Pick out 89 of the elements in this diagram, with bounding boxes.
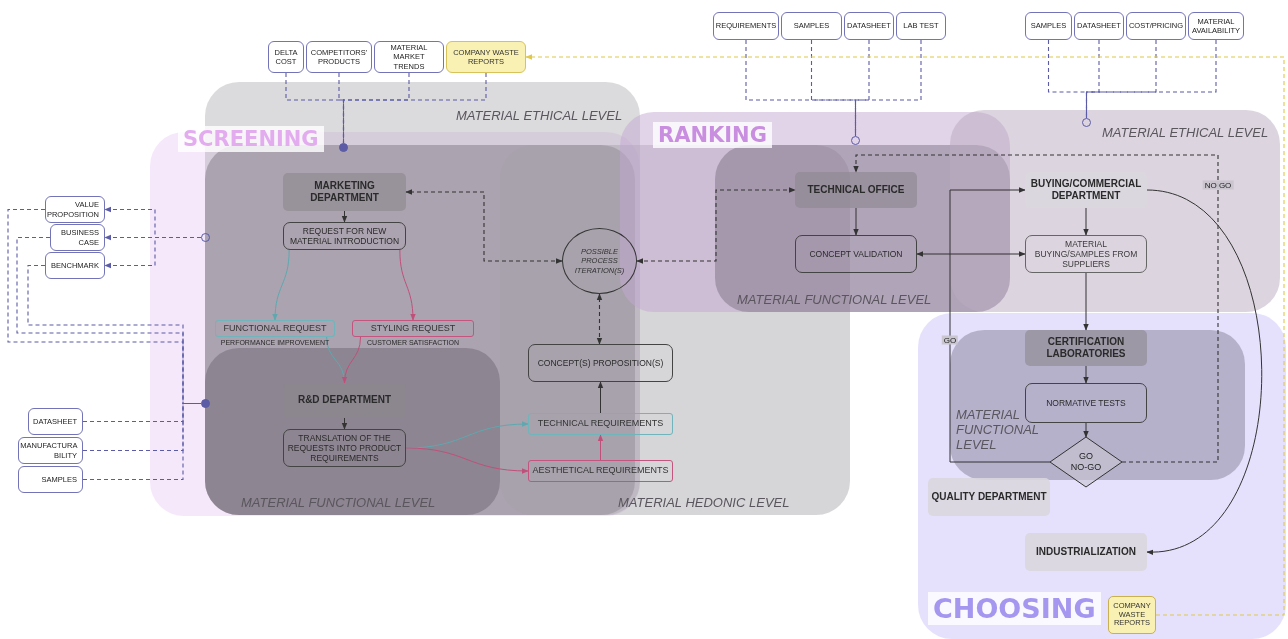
arrow [272, 249, 290, 321]
arrow [597, 381, 604, 414]
arrow [1146, 189, 1263, 554]
junction-dot [339, 143, 348, 152]
report-card [1108, 596, 1156, 634]
arrow [399, 249, 416, 321]
input-card [45, 252, 105, 279]
process-box [283, 222, 406, 250]
department-label: QUALITY DEPARTMENT [931, 490, 1047, 504]
department-box [1025, 533, 1147, 571]
arrow [1083, 422, 1089, 438]
step-label: NORMATIVE TESTS [1046, 397, 1126, 409]
department-box [928, 478, 1050, 516]
connector-line [338, 72, 345, 144]
department-label: BUYING/COMMERCIAL DEPARTMENT [1029, 177, 1143, 203]
department-label: MARKETING DEPARTMENT [309, 179, 380, 205]
phase-title: CHOOSING [928, 592, 1101, 625]
input-card [896, 12, 946, 40]
requirement-box [352, 320, 474, 337]
step-label: TECHNICAL REQUIREMENTS [537, 418, 664, 430]
arrow [596, 293, 603, 345]
decision-label: GO NO-GO [1070, 450, 1102, 474]
requirement-box [528, 413, 673, 435]
input-card [1126, 12, 1186, 40]
arrow [1083, 272, 1089, 331]
department-box [1025, 330, 1147, 366]
edge-label: NO GO [1202, 180, 1234, 190]
arrow [405, 447, 529, 474]
arrow [405, 189, 563, 264]
arrow [341, 417, 348, 430]
input-card [50, 224, 105, 251]
input-card [18, 437, 83, 464]
arrow [853, 207, 859, 236]
arrow [1083, 207, 1089, 236]
connector-line [342, 72, 487, 144]
department-label: INDUSTRIALIZATION [1036, 545, 1136, 559]
arrow [597, 434, 604, 461]
level-label: MATERIAL ETHICAL LEVEL [456, 109, 623, 124]
step-label: AESTHETICAL REQUIREMENTS [532, 465, 669, 477]
input-card [713, 12, 779, 40]
phase-title: RANKING [653, 122, 772, 148]
level-label: MATERIAL FUNCTIONAL LEVEL [737, 293, 932, 308]
requirement-box [215, 320, 335, 337]
arrow [949, 187, 1051, 463]
department-box [283, 173, 406, 211]
step-label: CONCEPT(S) PROPOSITION(S) [537, 357, 664, 369]
department-label: TECHNICAL OFFICE [807, 183, 905, 197]
requirement-box [528, 460, 673, 482]
report-card [446, 41, 526, 73]
arrow [525, 54, 1285, 616]
arrow [341, 210, 348, 223]
arrow [853, 154, 1219, 463]
edge-label: GO [941, 335, 959, 345]
connector-line [1085, 39, 1217, 119]
input-card [844, 12, 894, 40]
arrow [916, 251, 1026, 257]
arrow [636, 187, 796, 264]
input-card [781, 12, 842, 40]
step-label: MATERIAL BUYING/SAMPLES FROM SUPPLIERS [1033, 238, 1139, 270]
step-label: TRANSLATION OF THE REQUESTS INTO PRODUCT REQUIREMENTS [287, 432, 402, 464]
level-label: MATERIAL FUNCTIONAL LEVEL [956, 408, 1040, 453]
input-card [374, 41, 444, 73]
connector-line [854, 39, 870, 137]
department-box [795, 172, 917, 208]
decision-diamond [1050, 437, 1122, 487]
input-card [268, 41, 304, 73]
department-label: CERTIFICATION LABORATORIES [1045, 335, 1127, 361]
step-label: FUNCTIONAL REQUEST [223, 322, 327, 335]
process-box [1025, 235, 1147, 273]
junction-dot [201, 399, 210, 408]
input-card [1074, 12, 1124, 40]
input-card [45, 196, 105, 223]
level-label: MATERIAL HEDONIC LEVEL [618, 496, 790, 511]
step-label: CONCEPT VALIDATION [809, 248, 903, 260]
arrow [342, 336, 362, 384]
input-card [306, 41, 372, 73]
input-card [1025, 12, 1072, 40]
process-box [1025, 383, 1147, 423]
process-box [528, 344, 673, 382]
input-card [18, 466, 83, 493]
step-label: STYLING REQUEST [370, 322, 456, 335]
department-label: R&D DEPARTMENT [297, 394, 392, 407]
step-label: REQUEST FOR NEW MATERIAL INTRODUCTION [288, 225, 401, 247]
process-box [795, 235, 917, 273]
arrow [1083, 365, 1089, 384]
level-label: MATERIAL ETHICAL LEVEL [1102, 126, 1269, 141]
input-card [28, 408, 83, 435]
phase-title: SCREENING [178, 126, 324, 152]
arrow [405, 421, 529, 449]
